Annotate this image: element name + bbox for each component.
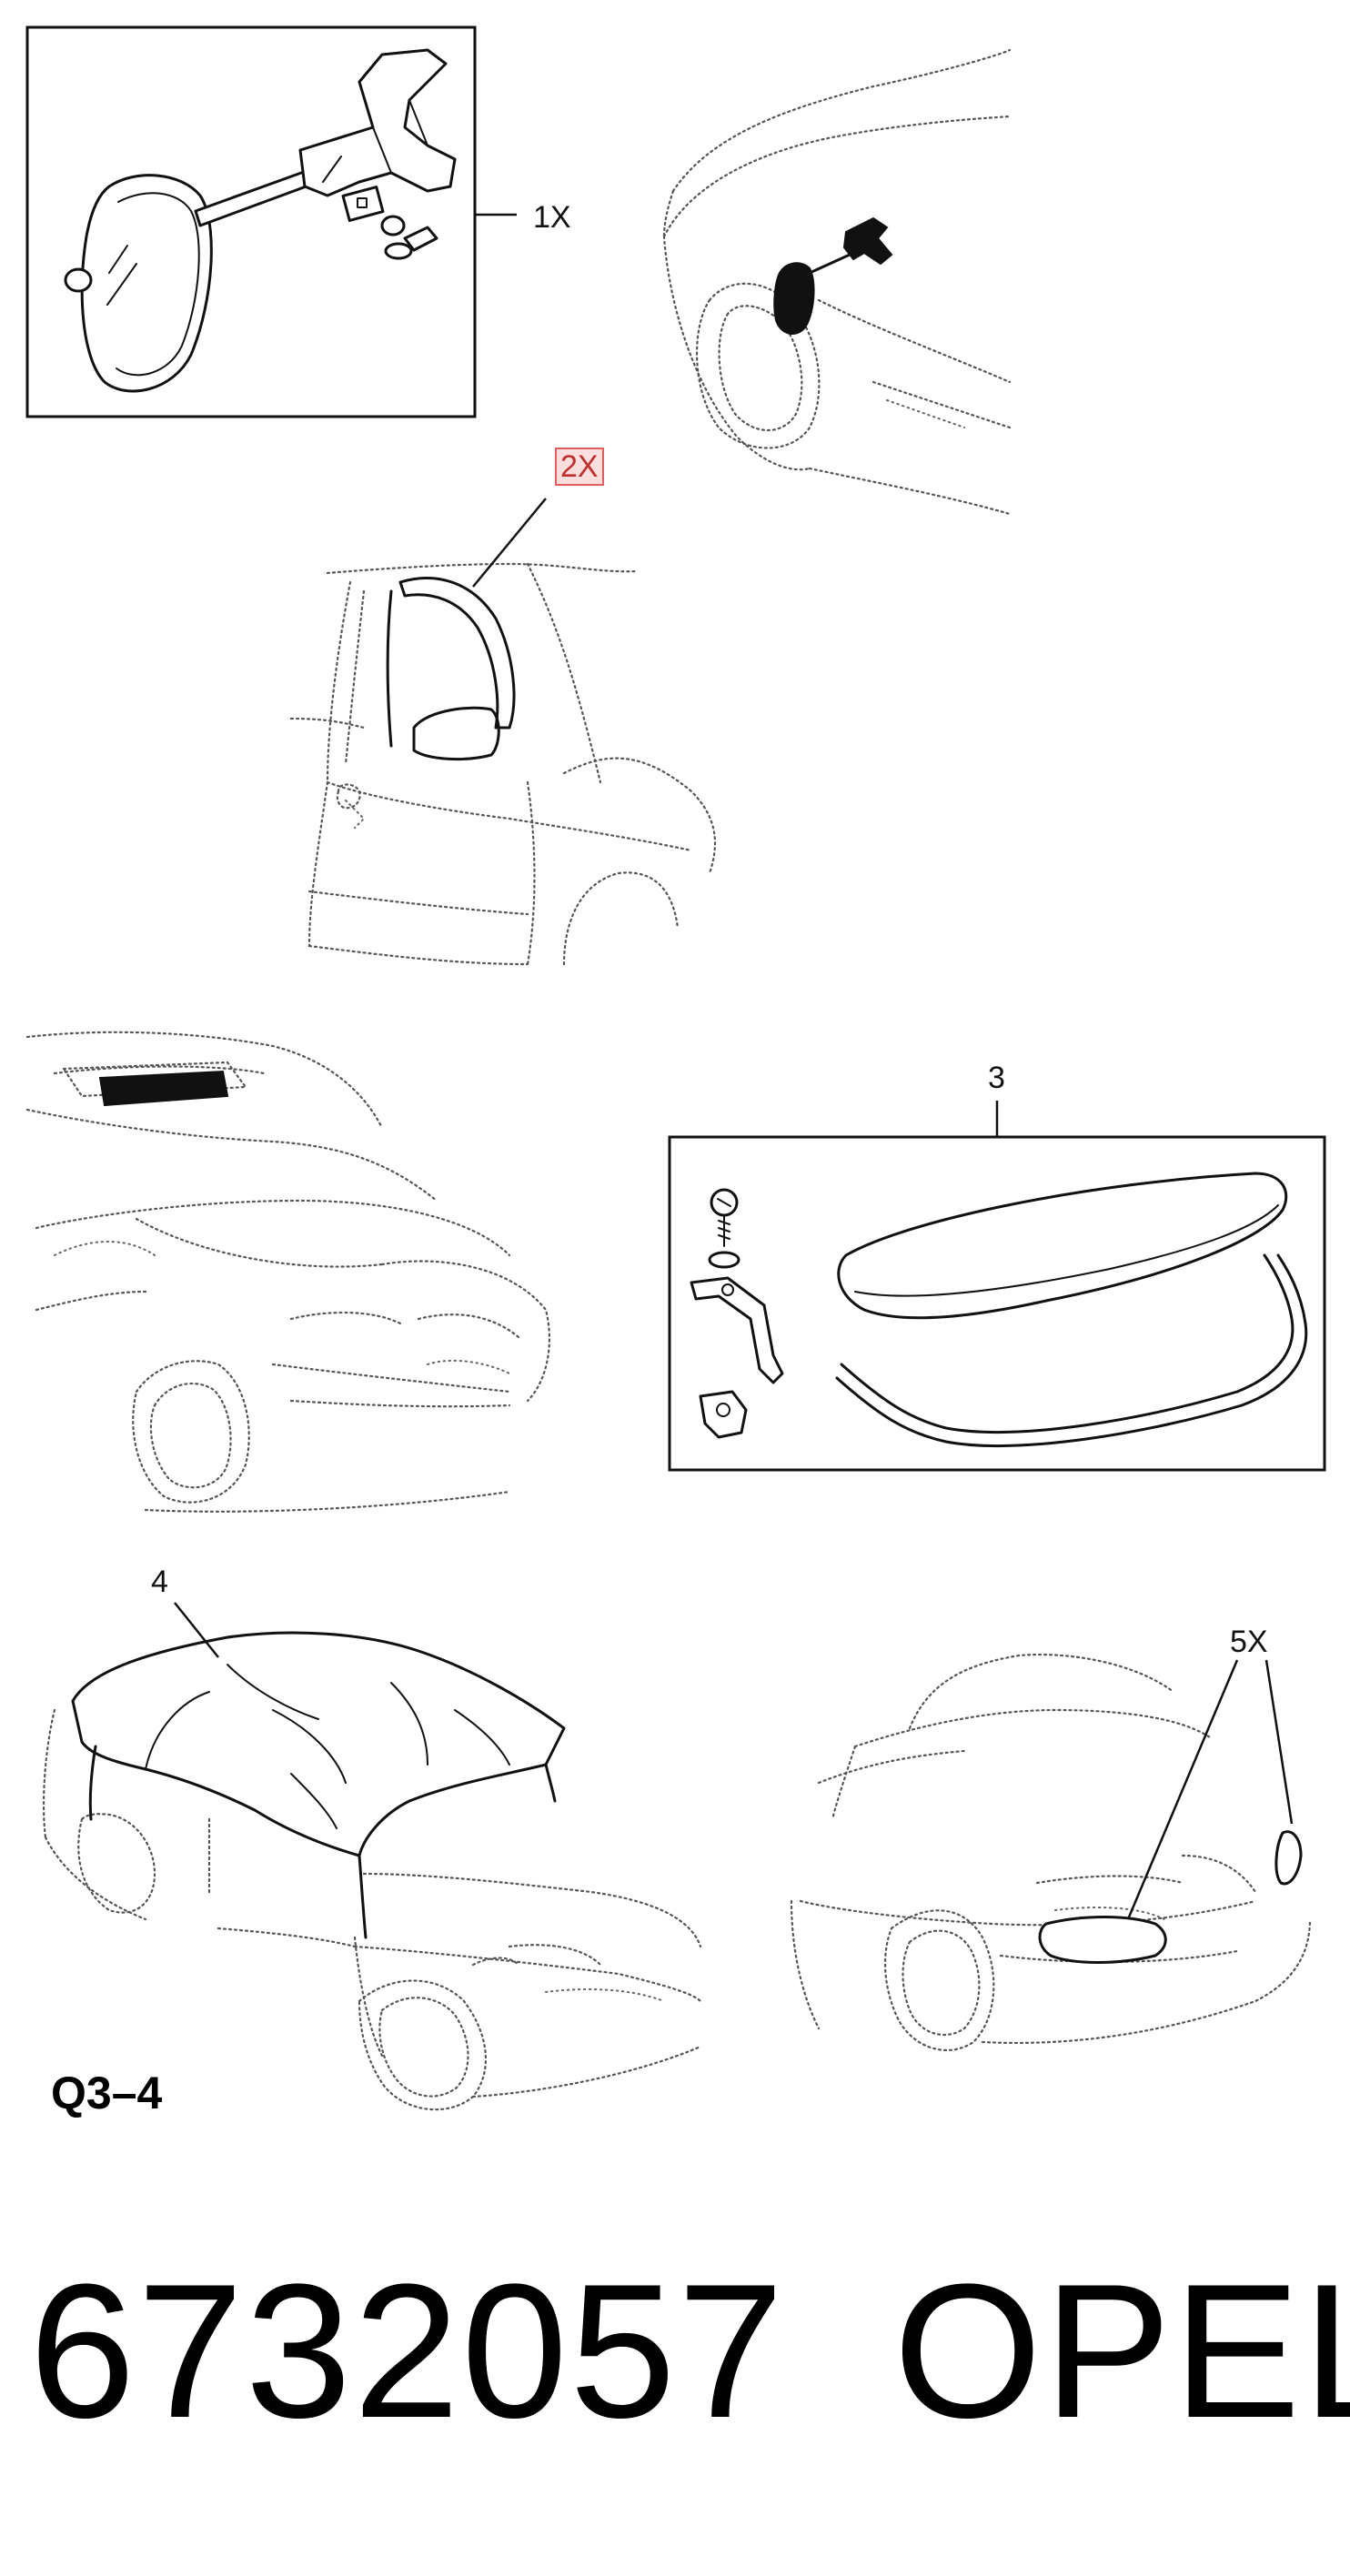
window-deflector-part [398,577,516,730]
mounted-mirror [773,262,815,335]
window-deflector-view [289,498,717,966]
headlamp-protector-right [1274,1830,1303,1886]
sunroof-deflector-kit-panel [668,1101,1326,1472]
mirror-glass [80,174,213,393]
sunroof-deflector-mounted [98,1070,229,1107]
headlamp-protector-left [1038,1916,1167,1964]
callout-mirror-kit: 1X [533,200,571,235]
car-cover-view [42,1602,702,2111]
callout-window-deflector: 2X [555,448,604,486]
section-code: Q3–4 [51,2068,163,2118]
callout-headlamp-protector: 5X [1230,1625,1268,1659]
car-front-mirror-view [662,48,1012,516]
headlamp-protector-view [790,1653,1312,2051]
brand-name: OPEL [893,2244,1350,2458]
car-cover-part [71,1631,566,1857]
sunroof-seal-strip [840,1253,1295,1434]
mirror-clamp [298,48,457,197]
mirror-kit-frame [25,25,477,418]
sunroof-deflector-car-view [25,1031,551,1513]
callout-sunroof-deflector: 3 [988,1061,1005,1095]
part-number: 6732057 [29,2244,786,2458]
callout-car-cover: 4 [151,1565,168,1599]
mirror-kit-panel [25,25,517,418]
sunroof-deflector-part [837,1172,1288,1320]
